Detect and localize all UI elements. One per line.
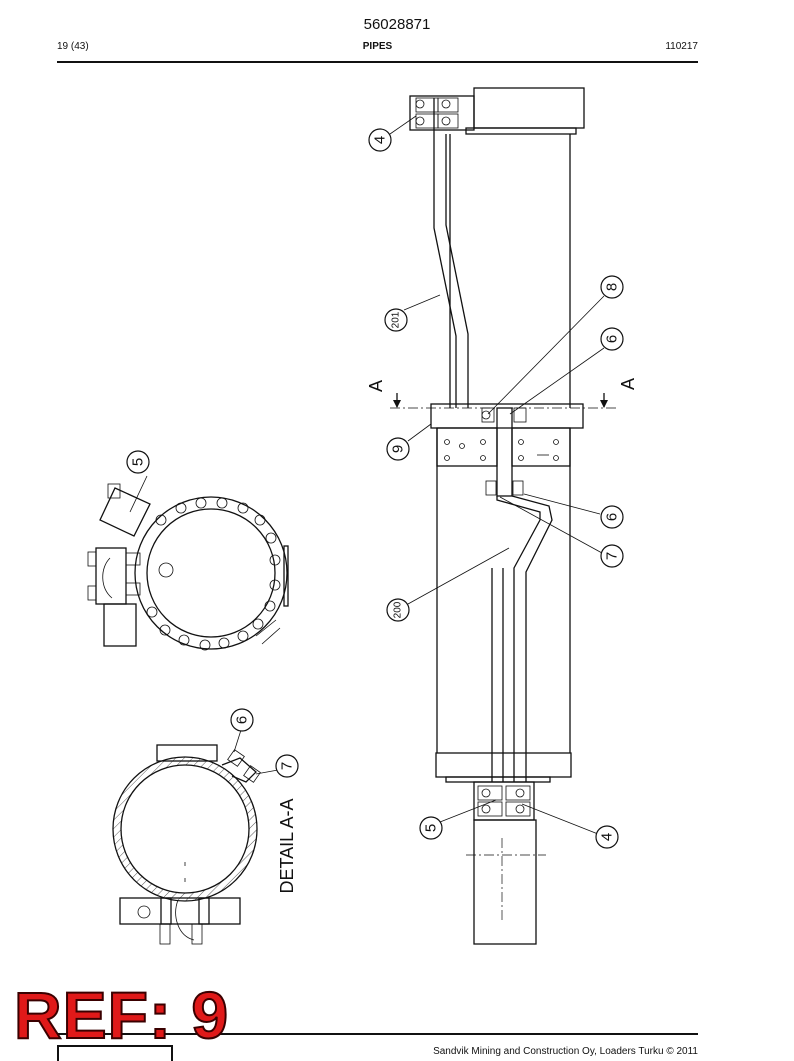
main-cylinder-view [389, 87, 618, 945]
header-rule [57, 61, 698, 63]
svg-text:6: 6 [234, 716, 251, 724]
svg-text:4: 4 [599, 833, 616, 841]
date-code: 110217 [665, 41, 698, 52]
callout-6-lower: 6 [600, 505, 624, 529]
svg-text:6: 6 [604, 335, 621, 343]
svg-text:9: 9 [390, 445, 407, 453]
end-view [87, 475, 289, 651]
callout-201: 201 [384, 308, 408, 332]
callout-5-bottom: 5 [419, 816, 443, 840]
ref-stamp: REF: 9 [13, 978, 230, 1052]
svg-text:7: 7 [279, 762, 296, 770]
svg-text:6: 6 [604, 513, 621, 521]
svg-text:200: 200 [393, 601, 404, 618]
callout-5-left: 5 [126, 450, 150, 474]
callout-4-bottom: 4 [595, 825, 619, 849]
callout-8: 8 [600, 275, 624, 299]
svg-text:5: 5 [130, 458, 147, 466]
svg-text:201: 201 [391, 311, 402, 328]
footer-rule [57, 1033, 698, 1035]
page-indicator: 19 (43) [57, 41, 89, 52]
detail-a-a [112, 729, 279, 945]
svg-text:4: 4 [372, 136, 389, 144]
section-mark-right: A [618, 378, 638, 390]
document-number: 56028871 [363, 16, 431, 33]
footer-copyright: Sandvik Mining and Construction Oy, Load… [433, 1046, 698, 1057]
callout-6-detail: 6 [230, 708, 254, 732]
callout-7-detail: 7 [275, 754, 299, 778]
section-mark-left: A [366, 380, 386, 392]
callout-7-right: 7 [600, 544, 624, 568]
callout-9: 9 [386, 437, 410, 461]
section-title: PIPES [362, 41, 393, 52]
callout-200: 200 [386, 598, 410, 622]
callout-6-right: 6 [600, 327, 624, 351]
svg-text:5: 5 [423, 824, 440, 832]
svg-text:8: 8 [604, 283, 621, 291]
svg-text:7: 7 [604, 552, 621, 560]
detail-label: DETAIL A-A [277, 798, 297, 893]
callout-4-top: 4 [368, 128, 392, 152]
